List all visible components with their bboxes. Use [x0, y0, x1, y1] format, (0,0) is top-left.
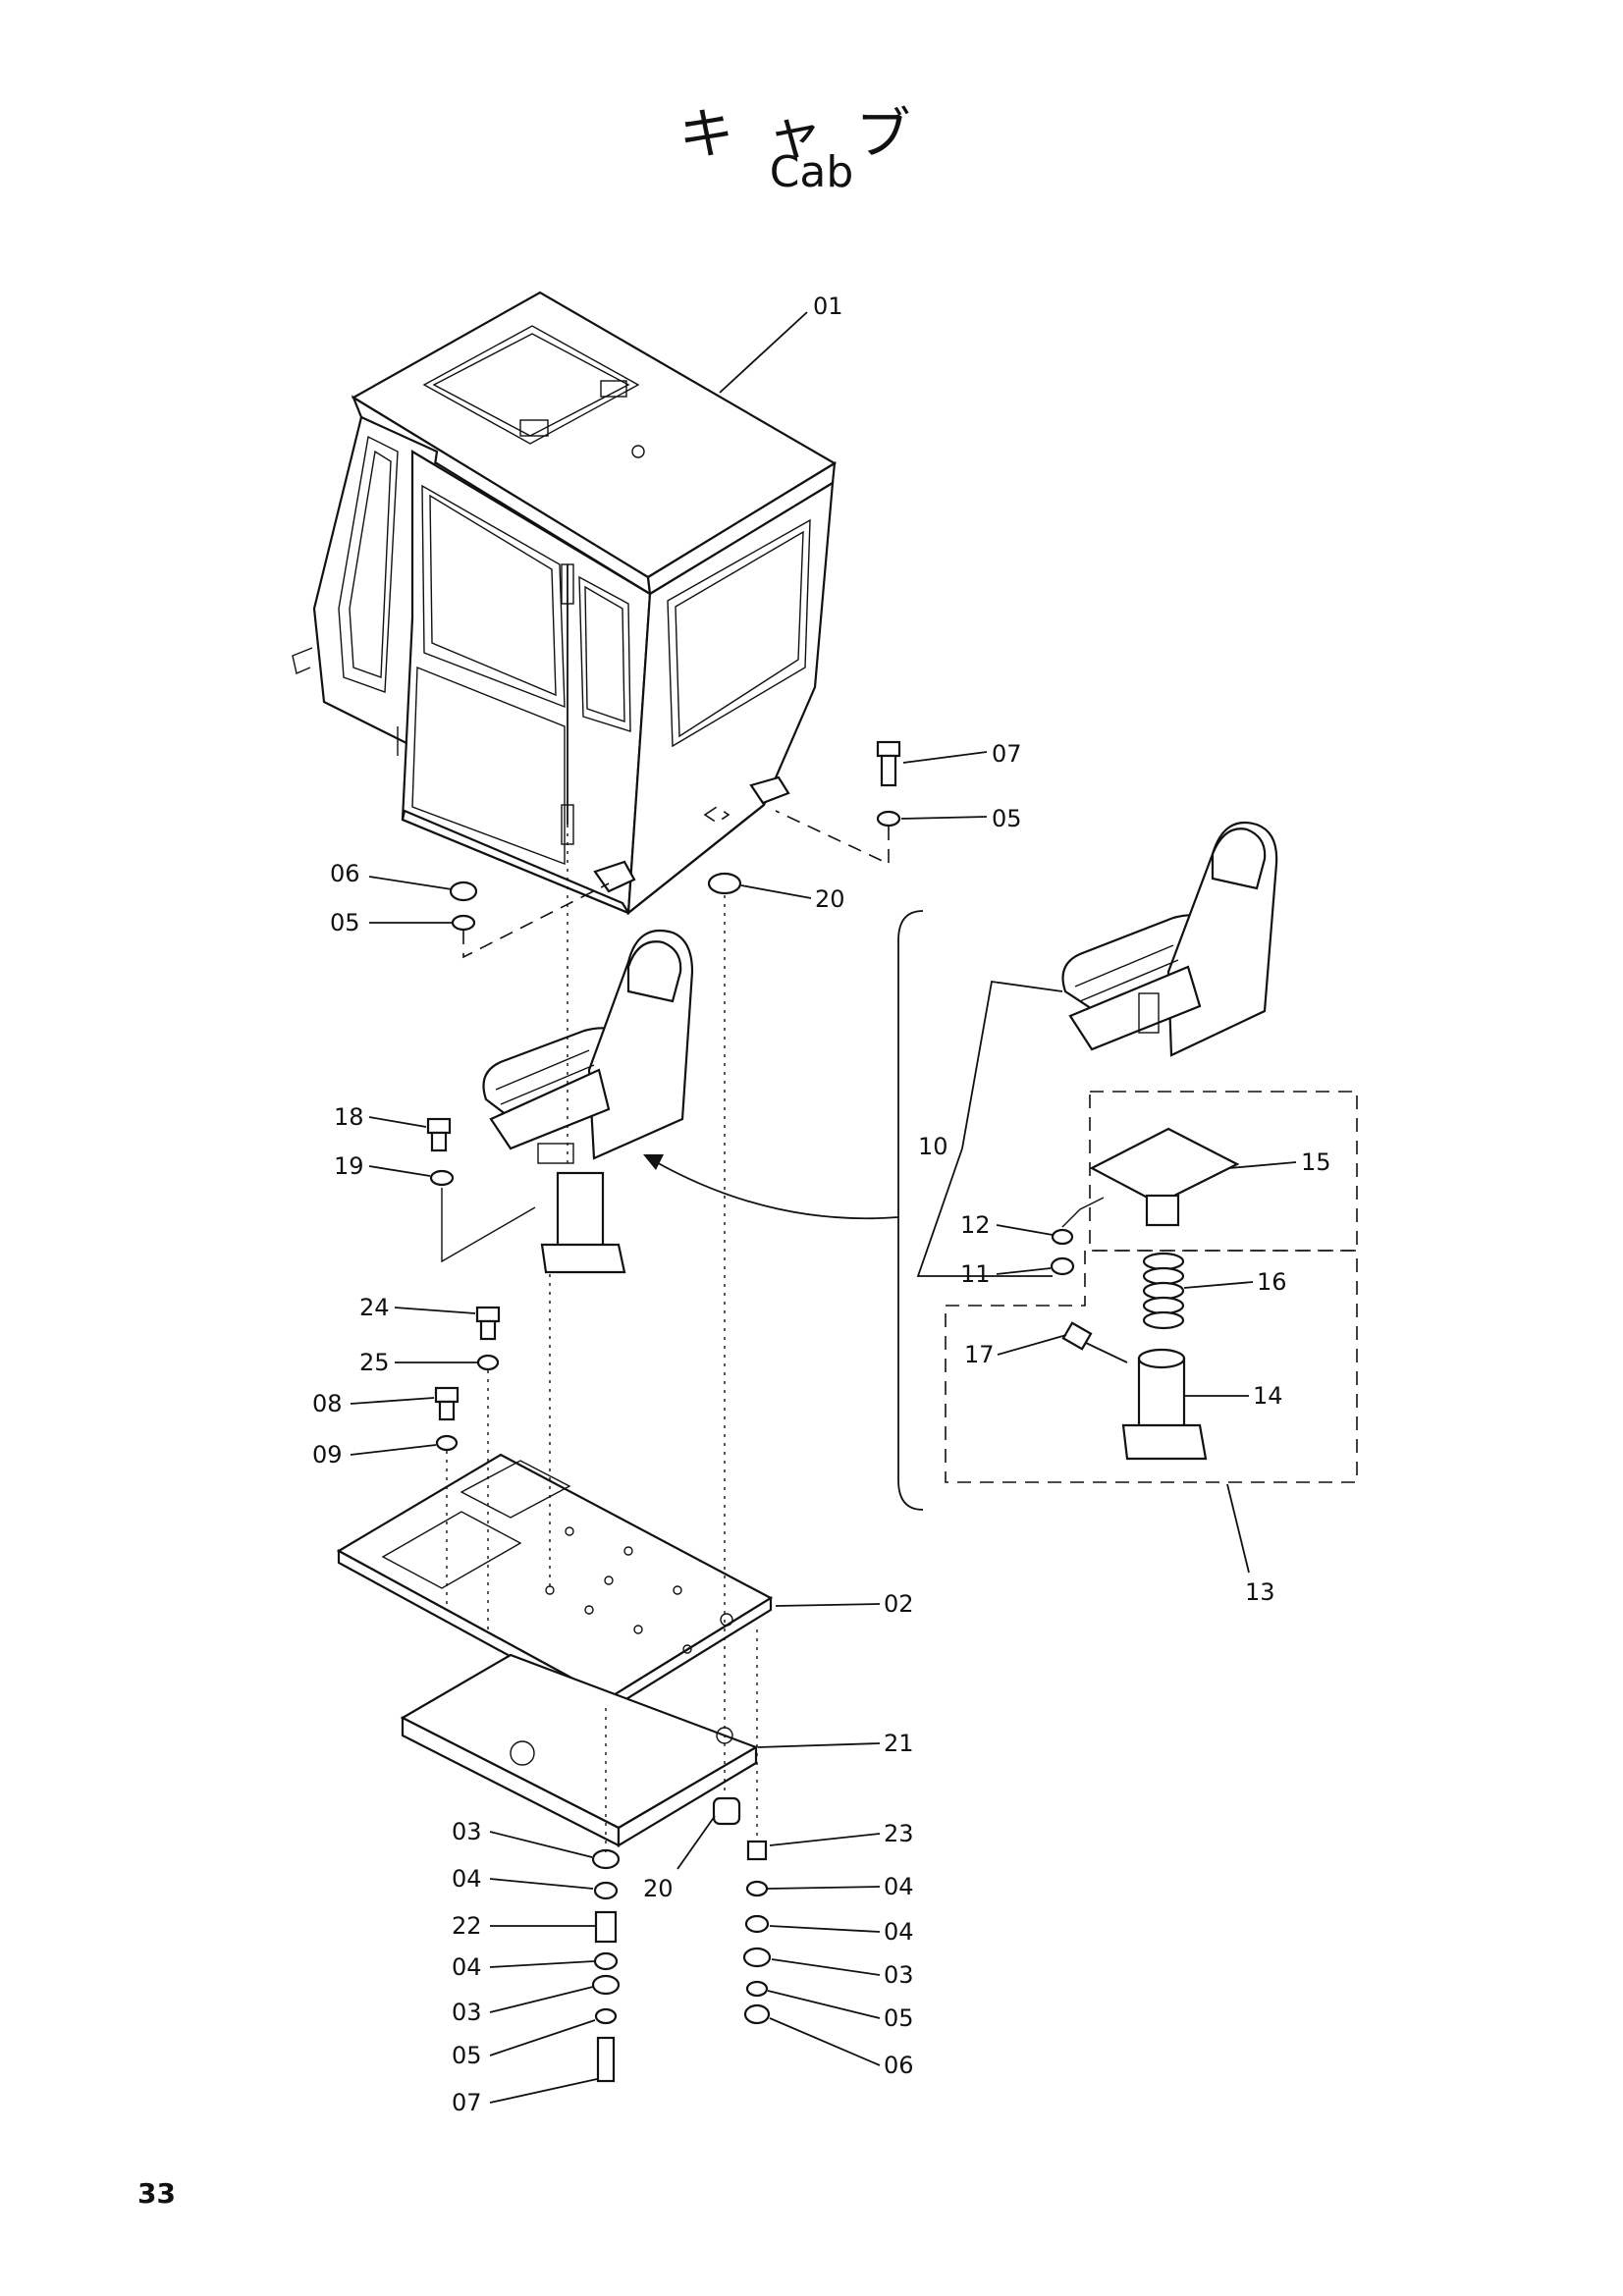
callout-07: 07 [452, 2089, 482, 2116]
part-15-plate [1089, 1127, 1240, 1205]
callout-06: 06 [330, 860, 360, 887]
part-21-floor-mat [400, 1653, 759, 1847]
page-title-english: Cab [769, 147, 854, 197]
page-title-japanese: キャブ [678, 103, 945, 167]
assembly-bracket [897, 910, 924, 1511]
leader-lines [350, 311, 1297, 2104]
callout-05: 05 [884, 2004, 914, 2032]
cab-assembly [292, 291, 838, 916]
detail-box-lower [945, 1250, 1358, 1483]
callout-18: 18 [334, 1103, 364, 1131]
callout-05: 05 [992, 805, 1022, 832]
assembly-arrow [652, 1159, 899, 1220]
callout-03: 03 [884, 1961, 914, 1989]
callout-20: 20 [643, 1875, 674, 1902]
callout-16: 16 [1257, 1268, 1287, 1296]
callout-14: 14 [1253, 1382, 1283, 1410]
callout-17: 17 [964, 1341, 995, 1368]
callout-19: 19 [334, 1152, 364, 1180]
callout-11: 11 [960, 1260, 991, 1288]
callout-24: 24 [359, 1294, 390, 1321]
part-16-spring [1142, 1252, 1185, 1330]
part-17-knob [1061, 1321, 1128, 1363]
part-14-post [1121, 1348, 1208, 1461]
callout-07: 07 [992, 740, 1022, 768]
callout-labels: 01 07 05 06 05 20 10 15 18 19 12 11 16 2… [312, 293, 1331, 2116]
callout-04: 04 [452, 1865, 482, 1893]
callout-20: 20 [815, 885, 845, 913]
callout-09: 09 [312, 1441, 343, 1468]
assembly-lines [441, 810, 1105, 1855]
callout-15: 15 [1301, 1148, 1331, 1176]
callout-05: 05 [452, 2042, 482, 2069]
callout-10: 10 [918, 1133, 948, 1160]
callout-01: 01 [813, 293, 843, 320]
callout-13: 13 [1245, 1578, 1275, 1606]
callout-22: 22 [452, 1912, 482, 1940]
callout-04: 04 [452, 1953, 482, 1981]
callout-08: 08 [312, 1390, 343, 1417]
callout-03: 03 [452, 1999, 482, 2026]
callout-21: 21 [884, 1730, 914, 1757]
callout-12: 12 [960, 1211, 991, 1239]
callout-02: 02 [884, 1590, 914, 1618]
callout-06: 06 [884, 2052, 914, 2079]
callout-25: 25 [359, 1349, 390, 1376]
page-number: 33 [137, 2177, 176, 2210]
fasteners [426, 740, 1075, 2083]
detail-box-upper [1089, 1091, 1358, 1252]
callout-04: 04 [884, 1873, 914, 1900]
callout-05: 05 [330, 909, 360, 936]
callout-03: 03 [452, 1818, 482, 1845]
seat-assembly [482, 929, 694, 1274]
callout-04: 04 [884, 1918, 914, 1946]
callout-23: 23 [884, 1820, 914, 1847]
seat-assembly-detail [1061, 821, 1278, 1057]
